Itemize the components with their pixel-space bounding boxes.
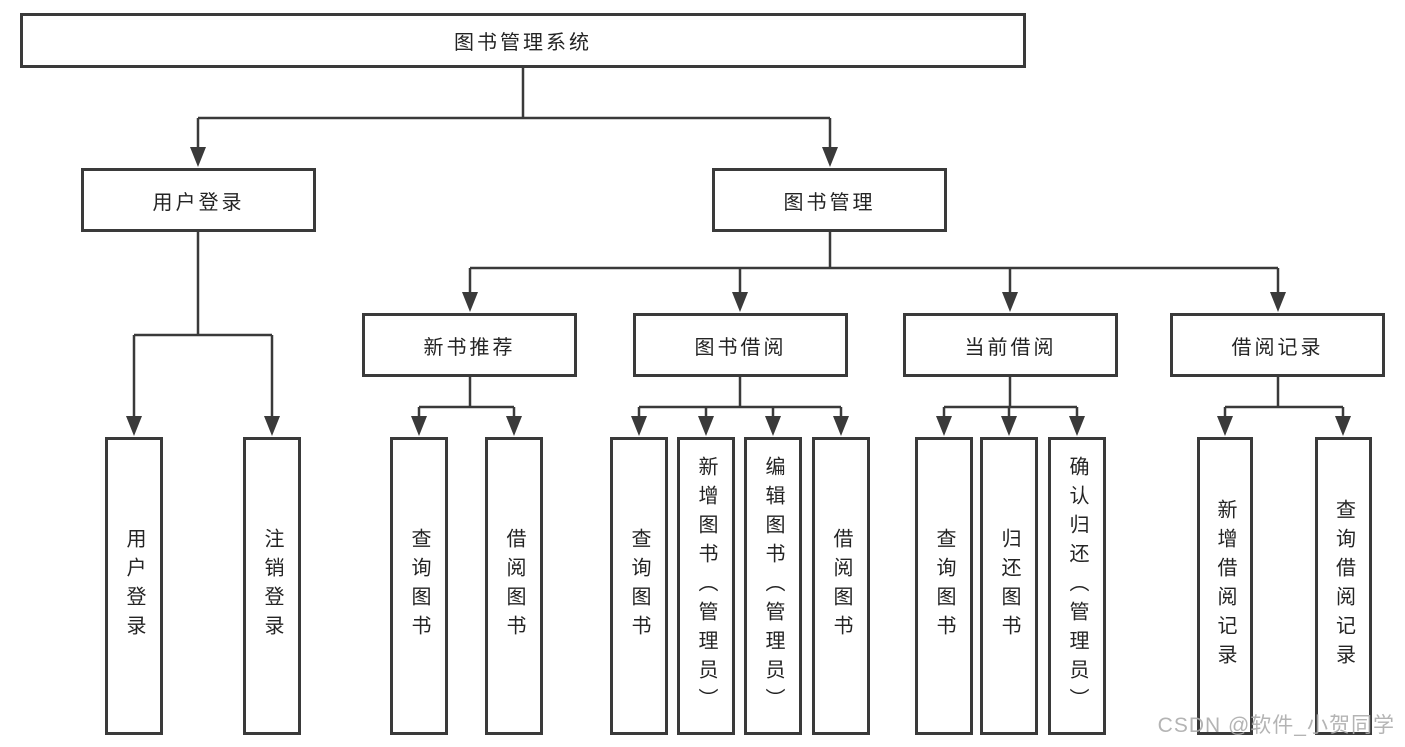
leaf-bb-edit-books-admin-label: 编辑图书（管理员）	[762, 455, 784, 717]
csdn-watermark: CSDN @软件_小贺同学	[1157, 714, 1395, 737]
arrowhead-down-icon	[126, 416, 142, 436]
arrowhead-down-icon	[1069, 416, 1085, 436]
leaf-nbr-query-books: 查询图书	[390, 437, 448, 735]
leaf-bb-add-books-admin-label: 新增图书（管理员）	[695, 455, 717, 717]
node-borrow-records: 借阅记录	[1170, 313, 1385, 377]
leaf-cb-confirm-return-admin: 确认归还（管理员）	[1048, 437, 1106, 735]
arrowhead-down-icon	[264, 416, 280, 436]
leaf-nbr-borrow-books: 借阅图书	[485, 437, 543, 735]
leaf-bb-add-books-admin: 新增图书（管理员）	[677, 437, 735, 735]
node-book-management: 图书管理	[712, 168, 947, 232]
leaf-bb-query-books-label: 查询图书	[628, 528, 650, 644]
leaf-bb-query-books: 查询图书	[610, 437, 668, 735]
node-root: 图书管理系统	[20, 13, 1026, 68]
arrowhead-down-icon	[190, 147, 206, 167]
leaf-br-add-record: 新增借阅记录	[1197, 437, 1253, 735]
node-book-borrowing-label: 图书借阅	[694, 336, 787, 359]
node-book-management-label: 图书管理	[783, 191, 876, 214]
arrowhead-down-icon	[462, 292, 478, 312]
arrowhead-down-icon	[822, 147, 838, 167]
leaf-br-add-record-label: 新增借阅记录	[1214, 499, 1236, 673]
leaf-bb-borrow-books: 借阅图书	[812, 437, 870, 735]
arrowhead-down-icon	[1001, 416, 1017, 436]
leaf-cb-return-books-label: 归还图书	[998, 528, 1020, 644]
arrowhead-down-icon	[1335, 416, 1351, 436]
node-current-borrowing: 当前借阅	[903, 313, 1118, 377]
leaf-nbr-query-books-label: 查询图书	[408, 528, 430, 644]
node-new-book-recommend: 新书推荐	[362, 313, 577, 377]
arrowhead-down-icon	[833, 416, 849, 436]
leaf-bb-borrow-books-label: 借阅图书	[830, 528, 852, 644]
node-new-book-recommend-label: 新书推荐	[423, 336, 516, 359]
node-root-label: 图书管理系统	[454, 32, 592, 54]
node-borrow-records-label: 借阅记录	[1231, 336, 1324, 359]
leaf-user-login: 用户登录	[105, 437, 163, 735]
leaf-logout-label: 注销登录	[261, 528, 283, 644]
leaf-logout: 注销登录	[243, 437, 301, 735]
node-book-borrowing: 图书借阅	[633, 313, 848, 377]
leaf-br-query-record-label: 查询借阅记录	[1332, 499, 1355, 673]
leaf-cb-return-books: 归还图书	[980, 437, 1038, 735]
arrowhead-down-icon	[411, 416, 427, 436]
arrowhead-down-icon	[631, 416, 647, 436]
node-user-login-branch-label: 用户登录	[152, 191, 245, 214]
leaf-bb-edit-books-admin: 编辑图书（管理员）	[744, 437, 802, 735]
leaf-user-login-label: 用户登录	[123, 528, 145, 644]
arrowhead-down-icon	[1002, 292, 1018, 312]
arrowhead-down-icon	[506, 416, 522, 436]
leaf-cb-confirm-return-admin-label: 确认归还（管理员）	[1066, 455, 1088, 717]
connector-lines	[132, 68, 1345, 419]
arrowhead-down-icon	[936, 416, 952, 436]
node-user-login-branch: 用户登录	[81, 168, 316, 232]
leaf-br-query-record: 查询借阅记录	[1315, 437, 1372, 735]
arrowhead-down-icon	[698, 416, 714, 436]
arrowhead-down-icon	[1217, 416, 1233, 436]
leaf-nbr-borrow-books-label: 借阅图书	[503, 528, 525, 644]
arrowhead-down-icon	[732, 292, 748, 312]
leaf-cb-query-books-label: 查询图书	[933, 528, 955, 644]
node-current-borrowing-label: 当前借阅	[964, 336, 1057, 359]
arrowhead-down-icon	[1270, 292, 1286, 312]
leaf-cb-query-books: 查询图书	[915, 437, 973, 735]
arrowhead-down-icon	[765, 416, 781, 436]
